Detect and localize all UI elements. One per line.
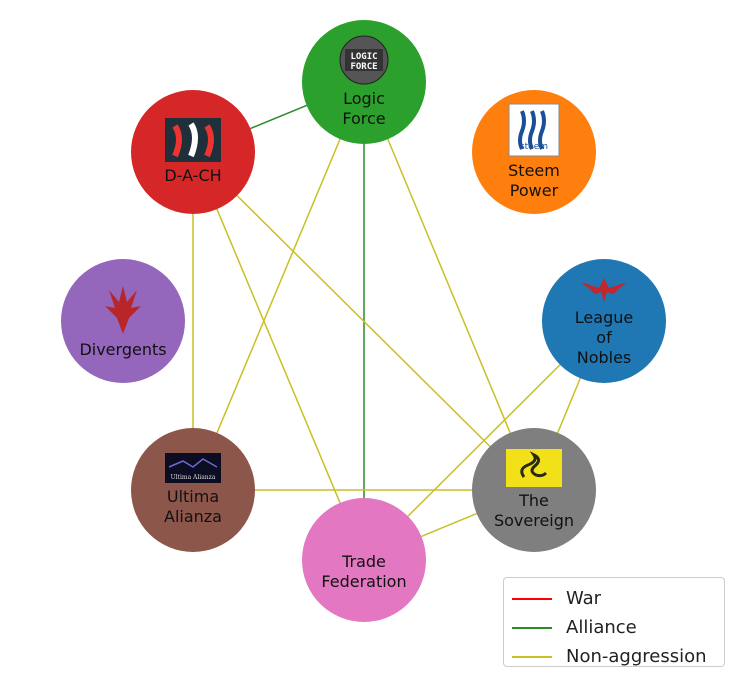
gadsden-flag-icon [506,449,562,487]
node-trade: Trade Federation [302,498,426,622]
node-dach: D-A-CH [131,90,255,214]
legend-swatch-war [512,597,552,600]
legend-label-alliance: Alliance [566,617,637,638]
legend-item-non-aggression: Non-aggression [512,642,716,671]
phoenix-emblem-icon [105,286,141,334]
node-league: League of Nobles [542,259,666,383]
node-label: Divergents [79,340,167,359]
node-label: Steem Power [508,161,560,200]
edge-dach-trade [216,208,341,504]
logo-text: LOGIC [350,52,377,62]
eagle-emblem-icon [581,278,627,302]
edge-trade-sovereign [421,512,477,538]
legend-swatch-alliance [512,626,552,629]
edge-league-sovereign [557,377,581,434]
node-label: Ultima Alianza [164,487,222,526]
node-label: The Sovereign [493,491,575,530]
node-label: D-A-CH [164,166,222,185]
ultima-alianza-banner-icon: Ultima Alianza [165,453,221,483]
edge-league-trade [407,364,561,517]
node-label: Trade Federation [321,552,407,591]
edge-dach-sovereign [236,195,491,447]
legend-label-war: War [566,588,602,609]
logo-text: Ultima Alianza [171,474,216,481]
edge-logic-ultima [216,138,341,434]
edge-logic-sovereign [387,138,511,434]
legend-swatch-non-aggression [512,655,552,658]
legend: War Alliance Non-aggression [503,577,725,667]
node-sovereign: The Sovereign [472,428,596,552]
node-label: League of Nobles [574,308,634,367]
logo-text: steem [520,142,548,152]
node-label: Logic Force [342,89,386,128]
edge-dach-logic [250,104,307,130]
logo-text: FORCE [350,62,377,72]
legend-label-non-aggression: Non-aggression [566,646,707,667]
node-divergents: Divergents [61,259,185,383]
legend-item-alliance: Alliance [512,613,716,642]
dach-flags-icon [165,118,221,162]
steem-logo-icon: steem [508,103,560,157]
legend-item-war: War [512,584,716,613]
